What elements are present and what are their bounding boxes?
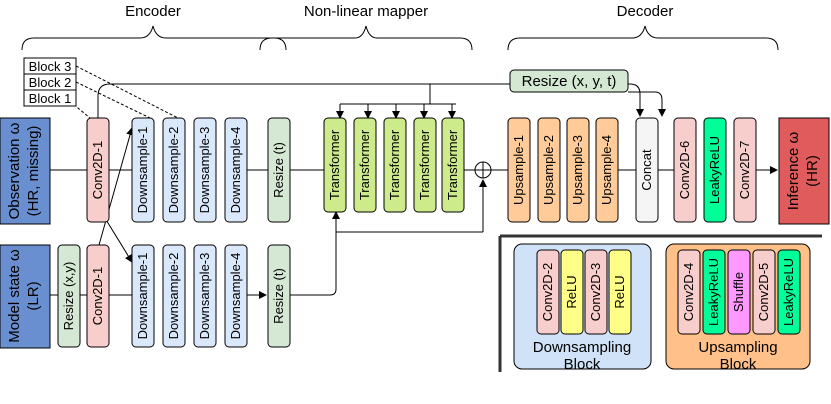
block-labels: Block 3 Block 2 Block 1 [23,57,77,107]
leaky-relu: LeakyReLU [707,136,722,204]
encoder-brace [21,25,287,51]
us-conv2d-5: Conv2D-5 [756,263,771,322]
top-resize-t: Resize (t) [271,142,286,198]
legend-divider [498,234,822,372]
observation-input: Observation ω (HR, missing) [0,117,51,225]
conv2d-7: Conv2D-7 [737,141,752,200]
transformer-3: Transformer [387,129,402,200]
resize-xyt-box: Resize (x, y, t) [509,69,629,93]
encoder-title: Encoder [125,3,181,20]
top-downsample-3: Downsample-3 [197,127,212,214]
bottom-conv2d-1: Conv2D-1 [90,267,105,326]
block-1-label: Block 1 [29,91,72,106]
ds-relu-2: ReLU [612,275,627,308]
upsample-3: Upsample-3 [570,135,585,205]
mapper-brace [259,25,473,51]
decoder-brace [507,25,779,51]
us-leaky-relu-2: LeakyReLU [781,258,796,326]
top-downsample-2: Downsample-2 [166,127,181,214]
observation-line1: Observation ω [6,122,23,219]
add-node [474,161,492,179]
connectors [50,83,778,299]
block-pointer-lines [65,65,179,119]
bottom-downsample-4: Downsample-4 [228,253,243,340]
block-3-label: Block 3 [29,59,72,74]
ds-conv2d-2: Conv2D-2 [540,263,555,322]
transformer-2: Transformer [357,129,372,200]
mapper-title: Non-linear mapper [304,3,428,20]
bottom-encoder: Resize (x,y) Conv2D-1 Downsample-1 Downs… [57,244,291,348]
top-downsample-1: Downsample-1 [135,127,150,214]
transformer-5: Transformer [445,129,460,200]
top-encoder: Conv2D-1 Downsample-1 Downsample-2 Downs… [86,117,291,223]
resize-xyt-label: Resize (x, y, t) [522,73,617,90]
decoder: Upsample-1 Upsample-2 Upsample-3 Upsampl… [507,117,757,223]
bottom-downsample-1: Downsample-1 [135,253,150,340]
us-shuffle: Shuffle [731,272,746,312]
observation-line2: (HR, missing) [25,126,42,217]
us-caption-1: Upsampling [698,339,777,356]
upsample-2: Upsample-2 [541,135,556,205]
model-state-line2: (LR) [25,281,42,310]
concat: Concat [639,149,654,191]
bottom-downsample-3: Downsample-3 [197,253,212,340]
model-state-input: Model state ω (LR) [0,244,51,349]
model-state-line1: Model state ω [6,249,23,343]
ds-caption-1: Downsampling [533,339,631,356]
output-line1: Inference ω [785,132,802,211]
bottom-resize-xy: Resize (x,y) [61,262,76,331]
top-downsample-4: Downsample-4 [228,127,243,214]
decoder-title: Decoder [617,3,674,20]
us-conv2d-4: Conv2D-4 [681,263,696,322]
conv2d-6: Conv2D-6 [677,141,692,200]
bottom-resize-t: Resize (t) [271,268,286,324]
ds-conv2d-3: Conv2D-3 [588,263,603,322]
us-caption-2: Block [720,356,757,373]
block-2-label: Block 2 [29,75,72,90]
top-conv2d-1: Conv2D-1 [90,141,105,200]
output-line2: (HR) [804,155,821,187]
inference-output: Inference ω (HR) [778,117,830,225]
ds-caption-2: Block [564,356,601,373]
upsampling-block: Conv2D-4 LeakyReLU Shuffle Conv2D-5 Leak… [665,243,811,373]
bottom-downsample-2: Downsample-2 [166,253,181,340]
upsample-4: Upsample-4 [599,135,614,205]
transformer-stack: Transformer Transformer Transformer Tran… [323,117,465,213]
ds-relu-1: ReLU [564,275,579,308]
upsample-1: Upsample-1 [511,135,526,205]
downsampling-block: Conv2D-2 ReLU Conv2D-3 ReLU Downsampling… [513,243,652,373]
transformer-4: Transformer [417,129,432,200]
transformer-1: Transformer [327,129,342,200]
us-leaky-relu-1: LeakyReLU [706,258,721,326]
